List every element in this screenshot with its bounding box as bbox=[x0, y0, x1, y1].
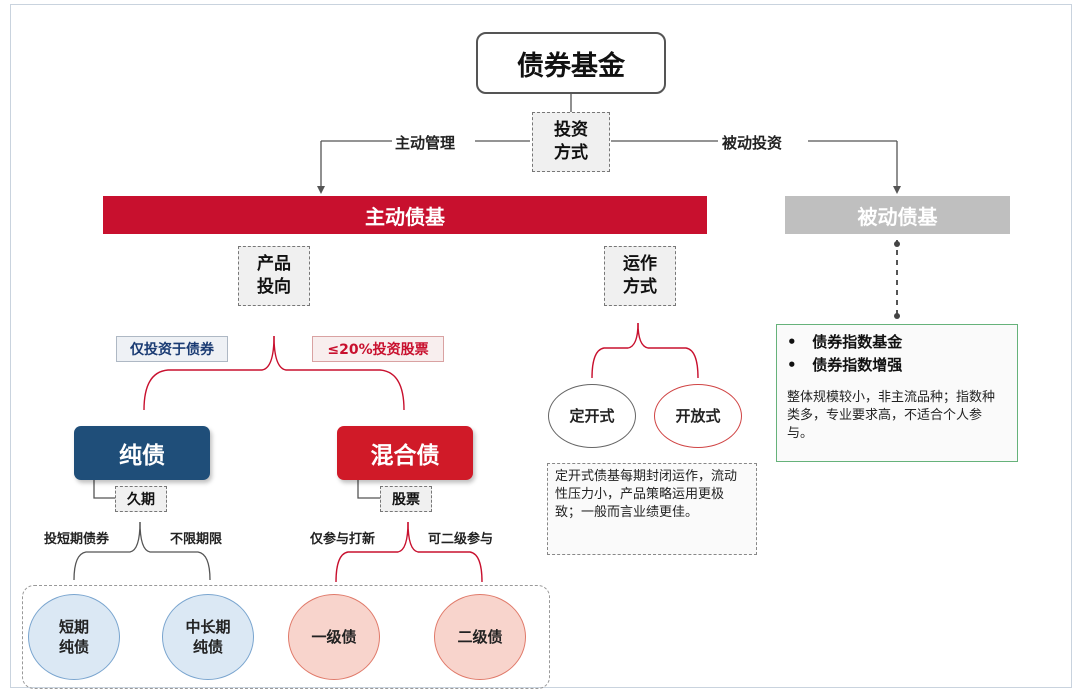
duration-tag: 久期 bbox=[115, 486, 167, 512]
bond-types-group bbox=[22, 585, 550, 689]
secondary-market-label: 可二级参与 bbox=[428, 532, 494, 547]
stock-tag: 股票 bbox=[380, 486, 432, 512]
closed-end-circle: 定开式 bbox=[548, 384, 636, 448]
passive-bullet-item: • 债券指数基金 bbox=[787, 333, 903, 351]
bond-fund-title: 债券基金 bbox=[476, 32, 666, 94]
mid-long-term-pure-bond-circle: 中长期 纯债 bbox=[162, 594, 254, 680]
bond-only-tag: 仅投资于债券 bbox=[116, 336, 228, 362]
passive-investment-label: 被动投资 bbox=[722, 134, 783, 152]
mixed-bond-box: 混合债 bbox=[337, 426, 473, 480]
operation-mode-box: 运作 方式 bbox=[604, 246, 676, 306]
bullet-text-index-fund: 债券指数基金 bbox=[812, 333, 903, 351]
investment-method-box: 投资 方式 bbox=[532, 112, 610, 172]
stock-limit-tag: ≤20%投资股票 bbox=[312, 336, 444, 362]
secondary-bond-fund-circle: 二级债 bbox=[434, 594, 526, 680]
ipo-only-label: 仅参与打新 bbox=[310, 532, 376, 547]
unlimited-term-label: 不限期限 bbox=[170, 532, 223, 547]
product-direction-box: 产品 投向 bbox=[238, 246, 310, 306]
passive-note-text: 整体规模较小，非主流品种；指数种类多，专业要求高，不适合个人参与。 bbox=[787, 390, 996, 441]
short-term-label: 投短期债券 bbox=[44, 532, 110, 547]
active-management-label: 主动管理 bbox=[395, 134, 456, 152]
passive-bond-fund-bar: 被动债基 bbox=[785, 196, 1010, 234]
passive-bullet-item: • 债券指数增强 bbox=[787, 356, 903, 374]
closed-end-note: 定开式债基每期封闭运作，流动性压力小，产品策略运用更极致；一般而言业绩更佳。 bbox=[547, 463, 757, 555]
open-end-circle: 开放式 bbox=[654, 384, 742, 448]
pure-bond-box: 纯债 bbox=[74, 426, 210, 480]
short-term-pure-bond-circle: 短期 纯债 bbox=[28, 594, 120, 680]
primary-bond-fund-circle: 一级债 bbox=[288, 594, 380, 680]
bullet-text-enhanced-index: 债券指数增强 bbox=[812, 356, 903, 374]
active-bond-fund-bar: 主动债基 bbox=[103, 196, 707, 234]
passive-fund-info-box: • 债券指数基金 • 债券指数增强 整体规模较小，非主流品种；指数种类多，专业要… bbox=[776, 324, 1018, 462]
